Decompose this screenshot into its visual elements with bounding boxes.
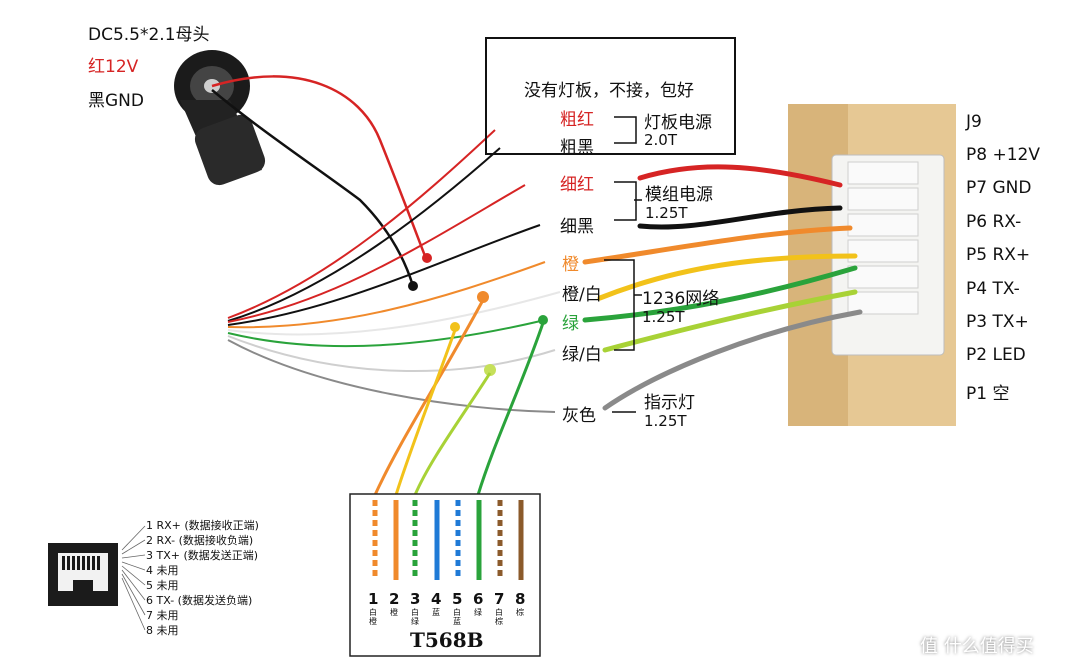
rj45-jack-image xyxy=(48,508,118,606)
rj45-pin-2: 2 RX- (数据接收负端) xyxy=(146,534,254,547)
network-label: 1236网络 xyxy=(642,289,720,309)
orange-label: 橙 xyxy=(562,255,579,275)
t568b-num-2: 2 xyxy=(389,590,400,608)
dc-red-wire xyxy=(211,75,427,257)
module-power-label: 模组电源 xyxy=(645,185,713,205)
thin-red-to-p8 xyxy=(637,164,843,188)
pin-p6: P6 RX- xyxy=(966,212,1022,232)
dc-red-label: 红12V xyxy=(88,57,139,77)
pin-p1: P1 空 xyxy=(966,384,1010,404)
rj45-pin-3: 3 TX+ (数据发送正端) xyxy=(146,549,259,562)
watermark: 值 什么值得买 xyxy=(920,636,1034,657)
dc-black-wire xyxy=(211,89,415,287)
connector-title: J9 xyxy=(966,112,982,132)
t568b-num-5: 5 xyxy=(452,590,463,608)
thin-red-label: 细红 xyxy=(560,175,594,195)
t568b-color-7: 白棕 xyxy=(495,608,503,626)
t568b-color-5: 白蓝 xyxy=(453,608,461,626)
rj45-pin-5: 5 未用 xyxy=(146,579,179,592)
thick-black-label: 粗黑 xyxy=(560,138,594,158)
t568b-color-4: 蓝 xyxy=(432,608,440,617)
pin-p2: P2 LED xyxy=(966,345,1026,365)
module-power-size: 1.25T xyxy=(645,204,688,222)
rj45-pin-list: 1 RX+ (数据接收正端) 2 RX- (数据接收负端) 3 TX+ (数据发… xyxy=(146,518,259,638)
t568b-color-3: 白绿 xyxy=(411,608,419,626)
t568b-num-3: 3 xyxy=(410,590,421,608)
lamp-board-power-label: 灯板电源 xyxy=(644,113,712,133)
pin-p5: P5 RX+ xyxy=(966,245,1031,265)
rj45-pin-7: 7 未用 xyxy=(146,609,179,622)
pin-p7: P7 GND xyxy=(966,178,1032,198)
orange-white-to-rx-plus xyxy=(597,253,858,301)
t568b-color-2: 橙 xyxy=(390,608,398,617)
t568b-color-8: 棕 xyxy=(516,608,524,617)
t568b-num-8: 8 xyxy=(515,590,526,608)
note-text: 没有灯板，不接，包好 xyxy=(524,81,694,101)
orange-to-rx-minus xyxy=(582,225,853,265)
thin-black-to-p7 xyxy=(637,205,843,230)
thick-red-label: 粗红 xyxy=(560,110,594,130)
pin-p8: P8 +12V xyxy=(966,145,1040,165)
indicator-size: 1.25T xyxy=(644,412,687,430)
pin-p3: P3 TX+ xyxy=(966,312,1029,332)
gray-label: 灰色 xyxy=(562,406,596,426)
dc-jack-title: DC5.5*2.1母头 xyxy=(88,25,210,45)
pin-p4: P4 TX- xyxy=(966,279,1020,299)
note-box xyxy=(485,37,736,155)
green-label: 绿 xyxy=(562,314,579,334)
dc-black-label: 黑GND xyxy=(88,91,144,111)
t568b-color-1: 白橙 xyxy=(369,608,377,626)
rj45-pin-1: 1 RX+ (数据接收正端) xyxy=(146,519,259,532)
rj45-pin-4: 4 未用 xyxy=(146,564,179,577)
green-white-label: 绿/白 xyxy=(562,345,602,365)
dc-jack-image xyxy=(174,50,266,186)
indicator-label: 指示灯 xyxy=(644,393,695,413)
t568b-color-6: 绿 xyxy=(474,608,482,617)
rj45-pin-6: 6 TX- (数据发送负端) xyxy=(146,594,253,607)
green-to-tx-minus xyxy=(582,265,858,323)
t568b-num-6: 6 xyxy=(473,590,484,608)
t568b-title: T568B xyxy=(410,628,484,652)
t568b-num-1: 1 xyxy=(368,590,379,608)
t568b-num-4: 4 xyxy=(431,590,442,608)
network-size: 1.25T xyxy=(642,308,685,326)
rj45-pin-8: 8 未用 xyxy=(146,624,179,637)
thin-black-label: 细黑 xyxy=(560,217,594,237)
t568b-plug xyxy=(349,493,541,657)
t568b-num-7: 7 xyxy=(494,590,505,608)
gray-to-led xyxy=(602,309,863,411)
orange-white-label: 橙/白 xyxy=(562,285,602,305)
lamp-board-power-size: 2.0T xyxy=(644,131,678,149)
